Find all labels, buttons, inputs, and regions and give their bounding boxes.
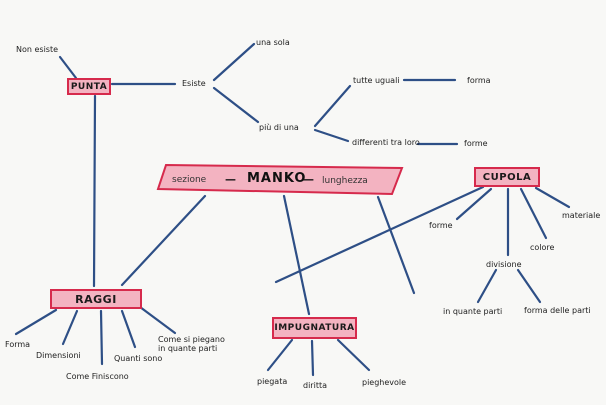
label-in-quante-parti: in quante parti: [443, 307, 503, 316]
label-raggi-forma: Forma: [5, 340, 31, 349]
label-forme: forme: [464, 139, 488, 148]
label-materiale: materiale: [562, 211, 601, 220]
label-esiste: Esiste: [182, 79, 206, 88]
edge-raggi-to-forma: [14, 308, 58, 336]
edge-cupola-to-materiale: [534, 186, 571, 209]
edge-punta-to-raggi: [92, 94, 97, 288]
edge-esiste-to-una-sola: [212, 42, 256, 82]
edge-manko-to-raggi: [120, 194, 207, 287]
label-non-esiste: Non esiste: [16, 45, 59, 54]
label-divisione: divisione: [486, 260, 522, 269]
edge-piu-to-differenti: [313, 128, 350, 143]
label-cupola-forme: forme: [429, 221, 453, 230]
edge-cupola-to-manko-cross: [274, 185, 485, 284]
edge-cupola-to-forme: [455, 187, 493, 221]
edge-impugnatura-to-diritta: [310, 339, 315, 377]
node-raggi: RAGGI: [50, 289, 142, 309]
edge-manko-to-right: [376, 195, 416, 295]
edge-raggi-to-come-si-piegano: [138, 305, 177, 335]
label-piegata: piegata: [257, 377, 288, 386]
edge-cupola-to-colore: [519, 187, 548, 240]
manko-dash-right: —: [303, 173, 314, 186]
label-come-si-piegano: Come si piegano in quante parti: [158, 335, 225, 353]
label-piu-di-una: più di una: [259, 123, 299, 132]
edge-divisione-to-in-quante: [476, 268, 498, 304]
edge-raggi-to-quanti: [120, 309, 137, 349]
manko-title: MANKO: [247, 171, 307, 186]
edge-impugnatura-to-piegata: [266, 338, 294, 372]
node-cupola: CUPOLA: [474, 167, 540, 187]
label-diritta: diritta: [303, 381, 327, 390]
manko-right-label: lunghezza: [322, 176, 368, 186]
edge-raggi-to-come-finiscono: [99, 309, 104, 366]
manko-dash-left: —: [225, 173, 236, 186]
label-colore: colore: [530, 243, 555, 252]
edge-impugnatura-to-pieghevole: [336, 338, 371, 372]
node-punta: PUNTA: [67, 78, 111, 95]
label-tutte-uguali: tutte uguali: [353, 76, 400, 85]
label-una-sola: una sola: [256, 38, 290, 47]
edge-manko-to-impugnatura: [282, 194, 311, 316]
edge-piu-to-tutte-uguali: [313, 84, 352, 128]
manko-left-label: sezione: [172, 175, 207, 185]
label-quanti-sono: Quanti sono: [114, 354, 163, 363]
label-come-finiscono: Come Finiscono: [66, 372, 129, 381]
label-forma-delle-parti: forma delle parti: [524, 306, 591, 315]
edge-divisione-to-forma-parti: [516, 268, 542, 304]
label-pieghevole: pieghevole: [362, 378, 407, 387]
node-impugnatura: IMPUGNATURA: [272, 317, 357, 339]
edge-raggi-to-dimensioni: [61, 309, 79, 346]
label-differenti: differenti tra loro: [352, 138, 420, 147]
edge-punta-to-non-esiste: [58, 55, 78, 80]
edge-esiste-to-piu-di-una: [212, 86, 260, 124]
label-dimensioni: Dimensioni: [36, 351, 81, 360]
manko-box-shape: [156, 163, 404, 196]
label-forma: forma: [467, 76, 491, 85]
